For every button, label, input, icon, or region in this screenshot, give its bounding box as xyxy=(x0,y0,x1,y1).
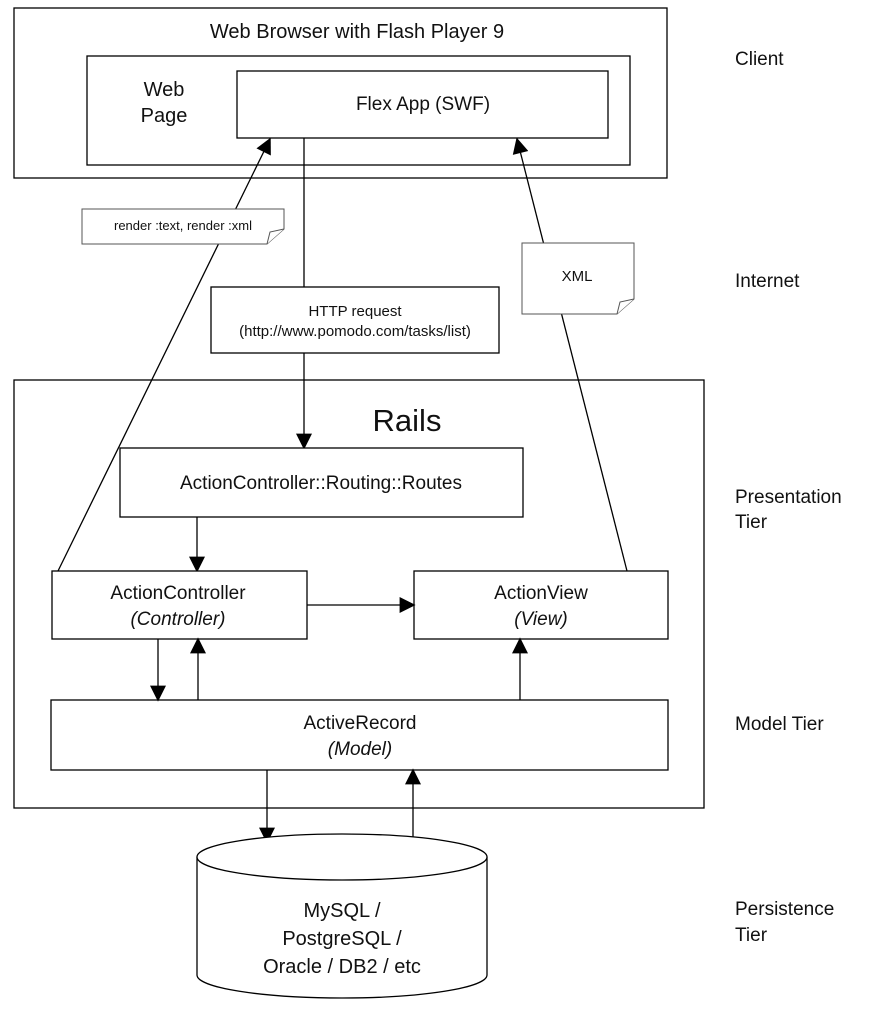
web-page-label-line1: Web xyxy=(144,79,185,101)
xml-note-text: XML xyxy=(562,268,593,285)
flex-app-box xyxy=(236,70,609,139)
http-request-note: HTTP request (http://www.pomodo.com/task… xyxy=(210,286,500,354)
rails-title: Rails xyxy=(373,403,442,438)
tier-presentation-label-line1: Presentation xyxy=(735,487,842,508)
tier-presentation-label-line2: Tier xyxy=(735,512,768,533)
render-note: render :text, render :xml xyxy=(81,208,285,245)
tier-internet-label: Internet xyxy=(735,271,800,292)
render-note-text: render :text, render :xml xyxy=(114,218,252,233)
active-record-label: ActiveRecord xyxy=(304,713,417,734)
database-line1: MySQL / xyxy=(303,900,380,922)
http-request-line1: HTTP request xyxy=(308,303,402,320)
action-controller-label: ActionController xyxy=(110,583,246,604)
database-cylinder: MySQL / PostgreSQL / Oracle / DB2 / etc xyxy=(196,833,488,999)
tier-persistence-label-line2: Tier xyxy=(735,925,768,946)
tier-model-label: Model Tier xyxy=(735,714,824,735)
tier-client-label: Client xyxy=(735,49,784,70)
active-record-role: (Model) xyxy=(328,739,392,760)
action-view-box xyxy=(413,570,669,640)
action-controller-box xyxy=(51,570,308,640)
database-line3: Oracle / DB2 / etc xyxy=(263,956,421,978)
action-controller-role: (Controller) xyxy=(130,609,225,630)
http-request-line2: (http://www.pomodo.com/tasks/list) xyxy=(239,323,471,340)
xml-note: XML xyxy=(521,242,635,315)
tier-persistence-label-line1: Persistence xyxy=(735,899,834,920)
xml-response-arrow xyxy=(512,137,628,572)
active-record-box xyxy=(50,699,669,771)
web-page-label-line2: Page xyxy=(141,105,188,127)
action-view-label: ActionView xyxy=(494,583,588,604)
flex-app-label: Flex App (SWF) xyxy=(356,94,490,115)
routes-label: ActionController::Routing::Routes xyxy=(180,473,462,494)
web-browser-title: Web Browser with Flash Player 9 xyxy=(210,21,504,43)
routes-box xyxy=(119,447,524,518)
database-line2: PostgreSQL / xyxy=(282,928,402,950)
action-view-role: (View) xyxy=(514,609,568,630)
